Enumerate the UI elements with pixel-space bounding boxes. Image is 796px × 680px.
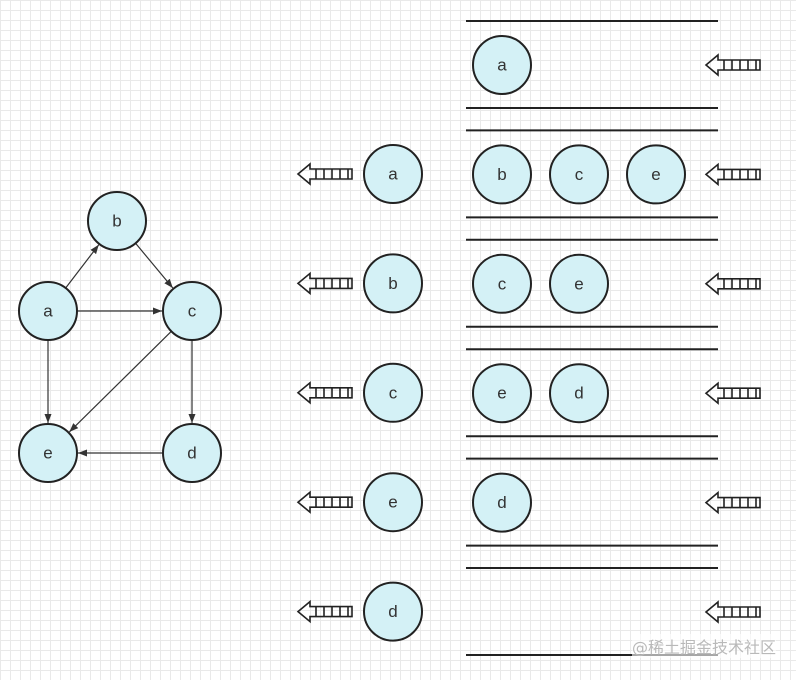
hollow-left-arrow-icon xyxy=(296,599,353,624)
hollow-left-arrow-icon xyxy=(704,272,761,296)
visited-node-e: e xyxy=(363,472,423,533)
visited-node-b: b xyxy=(363,253,423,314)
node-circle xyxy=(549,253,609,314)
visited-node-a: a xyxy=(363,144,423,204)
queue-node-d: d xyxy=(549,363,609,424)
node-circle xyxy=(472,363,532,424)
node-label: c xyxy=(389,383,398,402)
hollow-left-arrow-icon xyxy=(704,381,761,405)
queue-node-c: c xyxy=(549,144,609,205)
node-label: c xyxy=(575,165,584,184)
node-circle xyxy=(363,362,423,423)
node-label: a xyxy=(388,165,398,184)
directed-graph: a b c d e xyxy=(18,191,222,483)
node-label: c xyxy=(188,302,197,321)
queue-node-a: a xyxy=(472,35,532,95)
node-circle xyxy=(472,253,532,314)
graph-node-b: b xyxy=(87,191,147,251)
node-circle xyxy=(18,423,78,483)
queue-node-b: b xyxy=(472,144,532,205)
node-label: e xyxy=(497,384,506,403)
node-label: d xyxy=(187,444,196,463)
node-label: e xyxy=(651,165,660,184)
node-circle xyxy=(363,581,423,642)
node-circle xyxy=(363,144,423,204)
queue-node-e: e xyxy=(549,253,609,314)
node-label: b xyxy=(497,165,506,184)
node-label: e xyxy=(574,274,583,293)
queue-node-e: e xyxy=(626,144,686,205)
queue-node-c: c xyxy=(472,253,532,314)
node-circle xyxy=(472,144,532,205)
node-circle xyxy=(162,281,222,341)
node-circle xyxy=(363,253,423,314)
node-label: d xyxy=(388,602,397,621)
node-label: e xyxy=(388,493,397,512)
node-circle xyxy=(363,472,423,533)
hollow-left-arrow-icon xyxy=(704,490,761,515)
hollow-left-arrow-icon xyxy=(704,53,761,77)
queue-row: d xyxy=(466,457,761,547)
graph-node-d: d xyxy=(162,423,222,483)
queue-row: a xyxy=(466,20,761,109)
node-circle xyxy=(549,144,609,205)
edge-b-c xyxy=(135,242,174,289)
node-circle xyxy=(18,281,78,341)
visited-node-d: d xyxy=(363,581,423,642)
hollow-left-arrow-icon xyxy=(296,490,353,514)
node-label: e xyxy=(43,444,52,463)
node-label: d xyxy=(497,493,506,512)
node-label: d xyxy=(574,384,583,403)
graph-node-a: a xyxy=(18,281,78,341)
node-label: a xyxy=(43,302,53,321)
node-circle xyxy=(472,472,532,533)
node-circle xyxy=(626,144,686,205)
graph-node-c: c xyxy=(162,281,222,341)
edge-a-b xyxy=(65,244,100,289)
watermark: @稀土掘金技术社区 xyxy=(631,634,776,658)
node-circle xyxy=(472,35,532,95)
visit-order-column: a b c e d xyxy=(296,144,423,642)
node-label: a xyxy=(497,56,507,75)
node-label: b xyxy=(388,274,397,293)
hollow-left-arrow-icon xyxy=(296,381,353,405)
edge-c-e xyxy=(68,330,172,433)
graph-node-e: e xyxy=(18,423,78,483)
hollow-left-arrow-icon xyxy=(704,600,761,624)
node-label: c xyxy=(498,274,507,293)
hollow-left-arrow-icon xyxy=(296,271,353,296)
queue-node-e: e xyxy=(472,363,532,424)
visited-node-c: c xyxy=(363,362,423,423)
hollow-left-arrow-icon xyxy=(704,162,761,187)
queue-node-d: d xyxy=(472,472,532,533)
hollow-left-arrow-icon xyxy=(296,162,353,186)
node-circle xyxy=(162,423,222,483)
node-label: b xyxy=(112,212,121,231)
node-circle xyxy=(87,191,147,251)
node-circle xyxy=(549,363,609,424)
